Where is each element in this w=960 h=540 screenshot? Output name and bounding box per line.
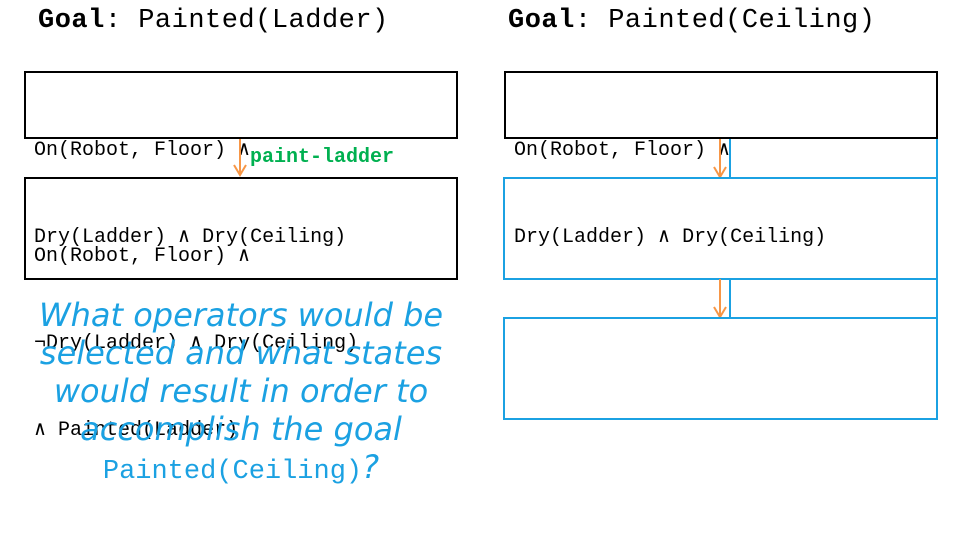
state-line: On(Robot, Floor) ∧ (34, 139, 251, 162)
down-arrow-icon (713, 279, 727, 319)
blank-operator-slot-1 (729, 139, 938, 179)
blank-state-slot-2 (503, 317, 938, 420)
state-line: Dry(Ladder) ∧ Dry(Ceiling) (34, 226, 347, 249)
question-body: What operators would be selected and wha… (38, 296, 444, 448)
state-line: ¬Dry(Ladder) ∧ Dry(Ceiling) (34, 332, 359, 355)
goal-colon: : (104, 6, 122, 36)
goal-value: Painted(Ladder) (121, 6, 389, 36)
goal-title-ceiling: Goal: Painted(Ceiling) (508, 6, 875, 36)
goal-colon: : (574, 6, 592, 36)
left-initial-state: On(Robot, Floor) ∧ Dry(Ladder) ∧ Dry(Cei… (24, 71, 458, 249)
goal-keyword: Goal (508, 6, 575, 36)
question-text: What operators would be selected and wha… (24, 296, 458, 491)
right-initial-state: On(Robot, Floor) ∧ Dry(Ladder) ∧ Dry(Cei… (504, 71, 938, 249)
operator-label-paint-ladder: paint-ladder (250, 146, 395, 169)
down-arrow-icon (713, 139, 727, 179)
goal-keyword: Goal (38, 6, 105, 36)
blank-operator-slot-2 (729, 278, 938, 319)
question-code: Painted(Ceiling) (102, 457, 363, 487)
goal-title-ladder: Goal: Painted(Ladder) (38, 6, 389, 36)
state-line: ∧ Painted(Ladder) (34, 419, 239, 442)
goal-value: Painted(Ceiling) (591, 6, 876, 36)
question-mark: ? (362, 448, 380, 486)
state-line: Dry(Ladder) ∧ Dry(Ceiling) (514, 226, 827, 249)
left-result-state: On(Robot, Floor) ∧ ¬Dry(Ladder) ∧ Dry(Ce… (24, 177, 458, 442)
down-arrow-icon (233, 139, 247, 177)
state-line: On(Robot, Floor) ∧ (514, 139, 731, 162)
state-line: On(Robot, Floor) ∧ (34, 245, 251, 268)
blank-state-slot-1 (503, 177, 938, 280)
